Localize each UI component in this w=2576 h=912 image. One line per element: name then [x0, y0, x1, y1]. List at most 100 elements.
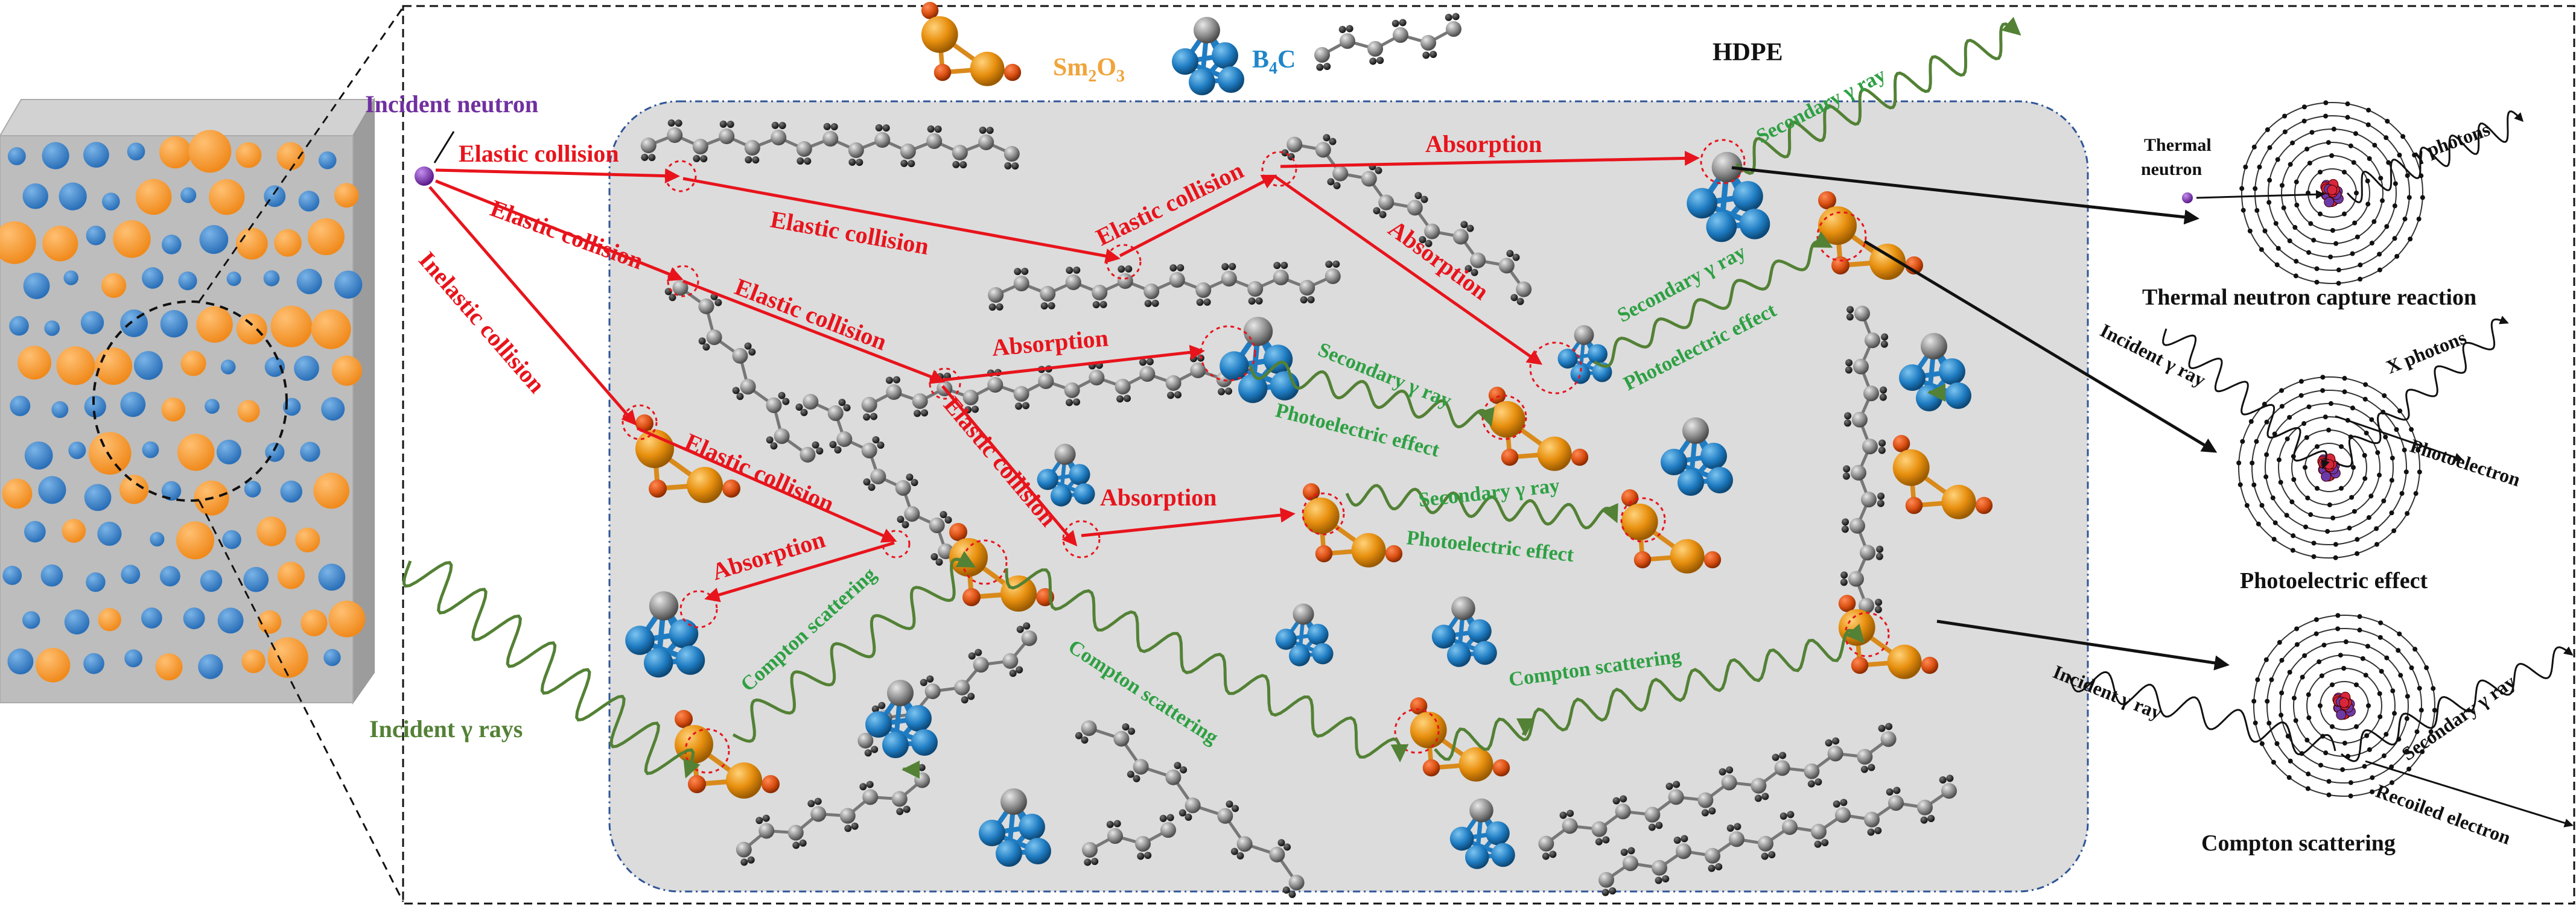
- b4c-filler: [243, 566, 269, 592]
- hydrogen-atom: [968, 652, 976, 660]
- hydrogen-atom: [1868, 764, 1875, 771]
- carbon-atom: [732, 347, 748, 364]
- boron-atom: [911, 729, 938, 756]
- carbon-atom: [1286, 136, 1303, 153]
- carbon-atom: [1921, 333, 1947, 359]
- sm2o3-filler: [334, 183, 359, 208]
- hydrogen-atom: [1229, 262, 1236, 270]
- carbon-atom: [1591, 821, 1608, 837]
- sm2o3-filler: [188, 130, 232, 173]
- hydrogen-atom: [1419, 236, 1426, 244]
- hydrogen-atom: [1939, 776, 1947, 784]
- sm2o3-filler: [98, 608, 121, 632]
- hydrogen-atom: [979, 126, 987, 134]
- hydrogen-atom: [745, 156, 752, 163]
- samarium-atom: [1351, 533, 1386, 568]
- hydrogen-atom: [1040, 302, 1048, 310]
- carbon-atom: [1013, 276, 1029, 292]
- b4c-filler: [24, 521, 46, 543]
- hydrogen-atom: [1203, 298, 1211, 306]
- x-photons-label: X photons: [2383, 326, 2469, 378]
- hydrogen-atom: [1612, 797, 1620, 805]
- hydrogen-atom: [902, 521, 909, 528]
- hydrogen-atom: [1595, 838, 1603, 846]
- hydrogen-atom: [1323, 134, 1331, 142]
- incident-neutron-label: Incident neutron: [365, 90, 538, 118]
- oxygen-atom: [1831, 256, 1849, 274]
- b4c-filler: [205, 399, 220, 414]
- samarium-atom: [970, 51, 1005, 86]
- hydrogen-atom: [1225, 387, 1233, 395]
- boron-atom: [1732, 181, 1763, 212]
- carbon-atom: [891, 791, 908, 807]
- oxygen-atom: [1851, 656, 1869, 674]
- carbon-atom: [973, 657, 989, 673]
- carbon-atom: [1835, 807, 1851, 823]
- b4c-filler: [200, 569, 223, 592]
- carbon-atom: [1217, 808, 1233, 824]
- hdpe-chain: [795, 394, 954, 566]
- samarium-atom: [1302, 497, 1340, 534]
- hydrogen-atom: [1601, 888, 1609, 896]
- sm2o3-filler: [276, 142, 305, 170]
- carbon-atom: [1165, 769, 1181, 785]
- hydrogen-atom: [1665, 782, 1673, 790]
- hydrogen-atom: [1761, 793, 1769, 800]
- hydrogen-atom: [903, 805, 911, 813]
- carbon-atom: [1574, 325, 1594, 345]
- carbon-atom: [1516, 281, 1532, 297]
- boron-atom: [1465, 845, 1489, 869]
- hydrogen-atom: [972, 405, 979, 413]
- samarium-atom: [1869, 244, 1906, 280]
- hydrogen-atom: [1708, 807, 1716, 815]
- label-inelastic: Inelastic collision: [413, 246, 550, 398]
- hydrogen-atom: [1875, 553, 1883, 560]
- b4c-filler: [217, 607, 244, 634]
- oxygen-atom: [1571, 448, 1589, 466]
- carbon-atom: [861, 396, 877, 413]
- carbon-atom: [862, 789, 879, 805]
- hydrogen-atom: [1226, 800, 1233, 808]
- carbon-atom: [1339, 33, 1355, 49]
- b4c-filler: [59, 182, 87, 211]
- hydrogen-atom: [807, 800, 815, 808]
- hydrogen-atom: [778, 122, 786, 130]
- boron-atom: [1687, 188, 1717, 219]
- hydrogen-atom: [927, 125, 935, 133]
- hydrogen-atom: [1886, 788, 1894, 796]
- hydrogen-atom: [1338, 25, 1346, 33]
- hydrogen-atom: [1127, 770, 1134, 778]
- b4c-filler: [40, 564, 63, 587]
- hydrogen-atom: [1255, 297, 1263, 305]
- boron-atom: [1218, 66, 1244, 93]
- boron-atom: [1238, 373, 1268, 404]
- b4c-filler: [64, 609, 90, 635]
- hydrogen-atom: [1715, 863, 1723, 870]
- b4c-filler: [22, 183, 49, 209]
- boron-atom: [1069, 464, 1090, 486]
- carbon-atom: [1169, 272, 1185, 288]
- carbon-atom: [1424, 223, 1440, 239]
- hydrogen-atom: [1844, 412, 1852, 420]
- boron-atom: [1678, 469, 1704, 496]
- carbon-atom: [1644, 806, 1661, 823]
- hydrogen-atom: [1516, 297, 1524, 305]
- b4c-molecule: [1661, 417, 1733, 496]
- legend-sm2o3: Sm2O3: [1053, 54, 1125, 86]
- carbon-atom: [1851, 464, 1867, 481]
- carbon-atom: [848, 142, 864, 158]
- carbon-atom: [1862, 439, 1878, 455]
- hydrogen-atom: [1845, 366, 1852, 374]
- b4c-filler: [7, 147, 26, 165]
- boron-atom: [1172, 48, 1198, 75]
- hydrogen-atom: [1510, 294, 1518, 302]
- hydrogen-atom: [1282, 886, 1290, 894]
- oxygen-atom: [1838, 595, 1856, 612]
- hydrogen-atom: [792, 841, 800, 849]
- hydrogen-atom: [1288, 890, 1296, 898]
- b4c-filler: [263, 270, 280, 287]
- hydrogen-atom: [920, 679, 927, 686]
- hydrogen-atom: [1754, 794, 1762, 802]
- hydrogen-atom: [892, 376, 900, 384]
- hydrogen-atom: [1133, 774, 1140, 782]
